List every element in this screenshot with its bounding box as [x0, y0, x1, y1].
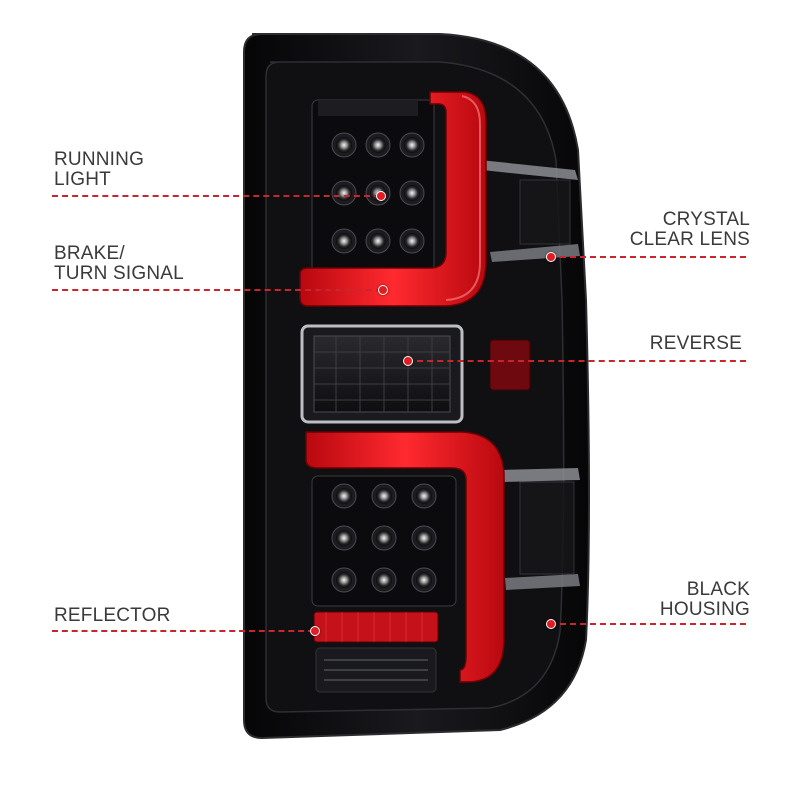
- leader-black-housing: [550, 623, 746, 625]
- dot-reverse: [403, 356, 413, 366]
- label-crystal-clear-lens-line-2: CLEAR LENS: [629, 229, 750, 250]
- label-brake-turn-signal-line-2: TURN SIGNAL: [54, 263, 184, 284]
- label-brake-turn-signal-line-1: BRAKE/: [54, 243, 125, 264]
- led-bulb: [376, 530, 392, 546]
- led-bulb: [336, 137, 352, 153]
- label-black-housing-line-2: HOUSING: [659, 599, 750, 620]
- dot-crystal-clear-lens: [546, 252, 556, 262]
- led-bulb: [336, 488, 352, 504]
- leader-brake-turn-signal: [52, 289, 382, 291]
- label-black-housing-line-1: BLACK: [686, 579, 750, 600]
- led-bulb: [416, 488, 432, 504]
- led-bulb: [336, 572, 352, 588]
- label-reverse: REVERSE: [650, 334, 742, 354]
- label-crystal-clear-lens: CRYSTAL CLEAR LENS: [630, 210, 750, 250]
- dot-running-light: [376, 191, 386, 201]
- led-bulb: [370, 233, 386, 249]
- label-brake-turn-signal: BRAKE/ TURN SIGNAL: [54, 244, 184, 284]
- led-bulb: [370, 137, 386, 153]
- label-reverse-line-1: REVERSE: [649, 333, 742, 354]
- led-bulb: [336, 233, 352, 249]
- label-reflector: REFLECTOR: [54, 606, 171, 626]
- dot-brake-turn-signal: [378, 285, 388, 295]
- label-black-housing: BLACK HOUSING: [660, 580, 750, 620]
- led-bulb: [416, 530, 432, 546]
- led-bulb: [404, 233, 420, 249]
- led-bulb: [416, 572, 432, 588]
- label-reflector-line-1: REFLECTOR: [54, 605, 171, 626]
- label-crystal-clear-lens-line-1: CRYSTAL: [662, 209, 750, 230]
- leader-crystal-clear-lens: [550, 256, 746, 258]
- led-bulb: [376, 572, 392, 588]
- leader-reverse: [407, 360, 746, 362]
- label-running-light-line-2: LIGHT: [54, 169, 111, 190]
- dot-reflector: [310, 626, 320, 636]
- led-bulb: [404, 137, 420, 153]
- led-bulb: [376, 488, 392, 504]
- label-running-light-line-1: RUNNING: [54, 149, 145, 170]
- leader-reflector: [52, 630, 314, 632]
- dot-black-housing: [546, 619, 556, 629]
- leader-running-light: [52, 195, 380, 197]
- led-bulb: [404, 185, 420, 201]
- led-bulb: [336, 530, 352, 546]
- led-bulb: [336, 185, 352, 201]
- label-running-light: RUNNING LIGHT: [54, 150, 144, 190]
